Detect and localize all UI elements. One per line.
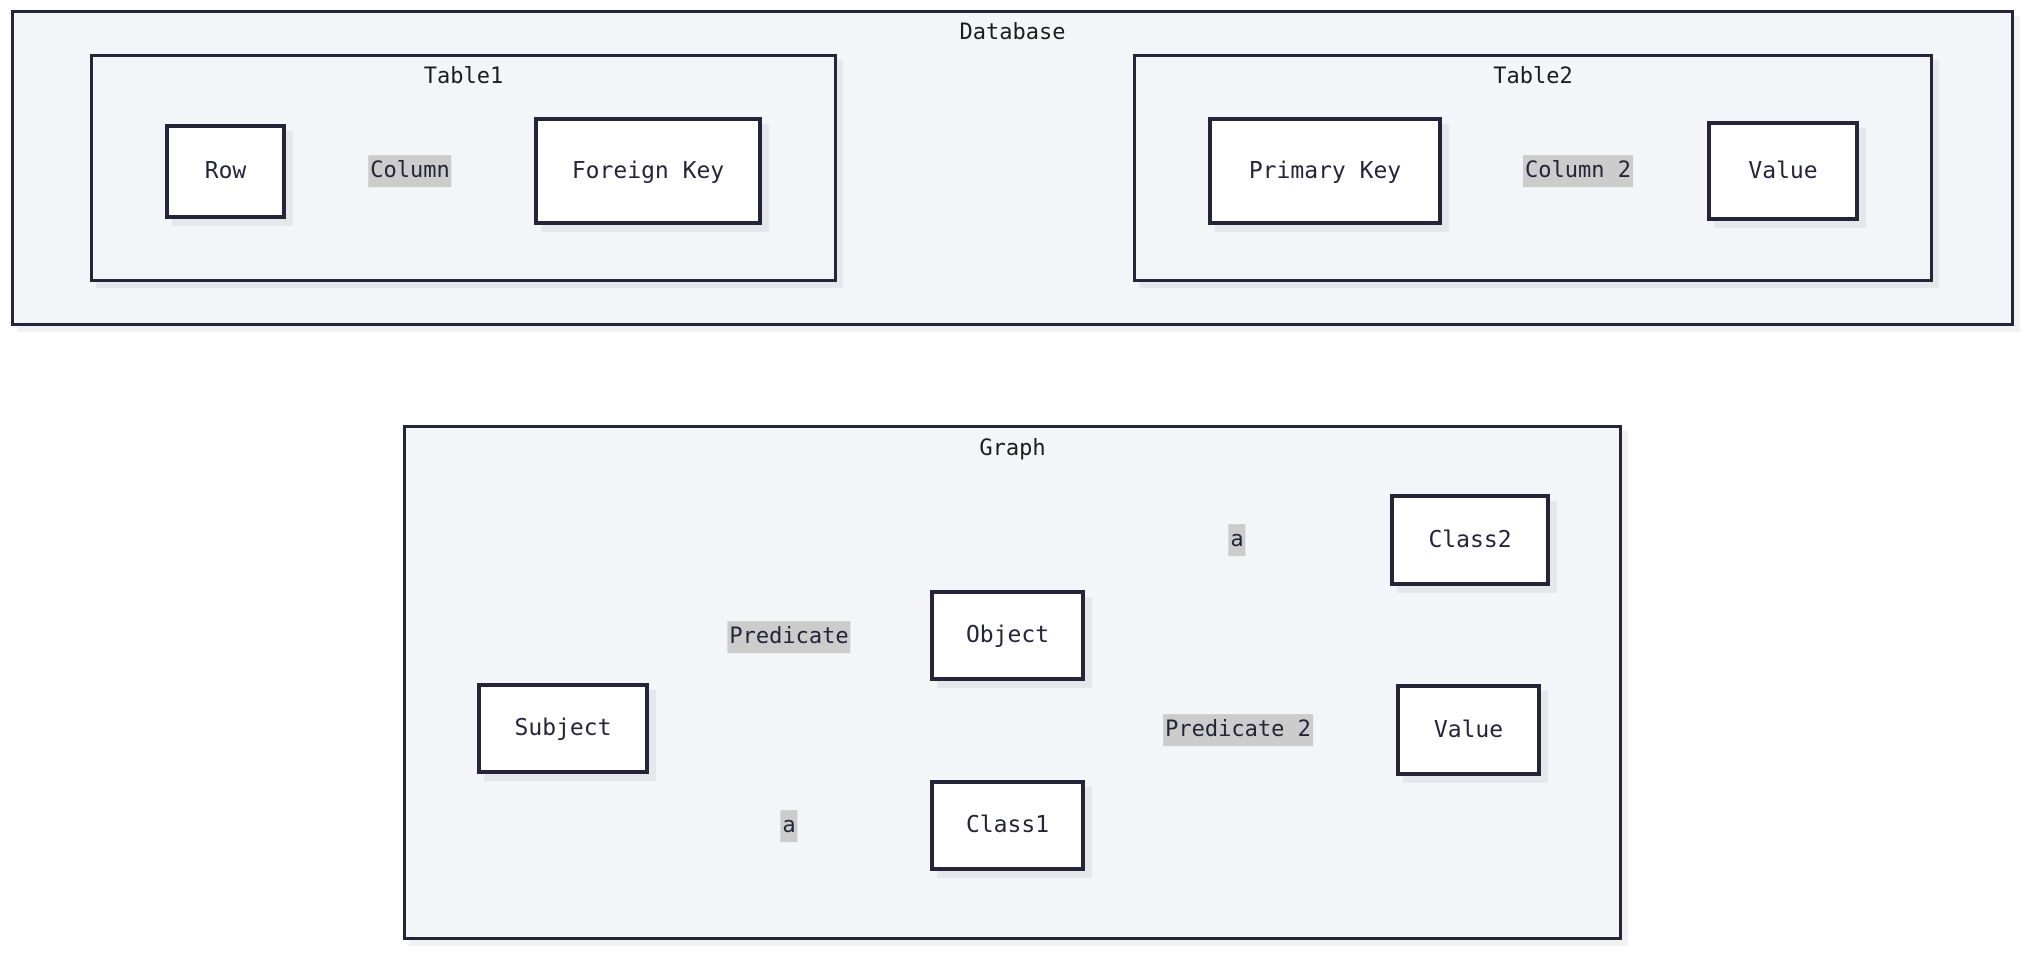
node-class2[interactable]: Class2 (1390, 494, 1550, 586)
node-db-value-label: Value (1748, 157, 1818, 184)
node-row[interactable]: Row (165, 124, 286, 219)
node-object[interactable]: Object (930, 590, 1085, 681)
node-graph-value-label: Value (1433, 716, 1504, 743)
node-primary-key[interactable]: Primary Key (1208, 117, 1442, 225)
node-foreign-key-label: Foreign Key (571, 157, 725, 184)
node-db-value[interactable]: Value (1707, 121, 1859, 221)
node-object-label: Object (965, 622, 1050, 648)
node-class1-label: Class1 (965, 812, 1050, 838)
node-subject[interactable]: Subject (477, 683, 649, 774)
node-subject-label: Subject (514, 715, 612, 741)
node-row-label: Row (204, 158, 247, 184)
node-class2-label: Class2 (1428, 526, 1512, 553)
node-foreign-key[interactable]: Foreign Key (534, 117, 762, 225)
node-class1[interactable]: Class1 (930, 780, 1085, 871)
node-primary-key-label: Primary Key (1248, 157, 1402, 184)
node-graph-value[interactable]: Value (1396, 684, 1541, 776)
